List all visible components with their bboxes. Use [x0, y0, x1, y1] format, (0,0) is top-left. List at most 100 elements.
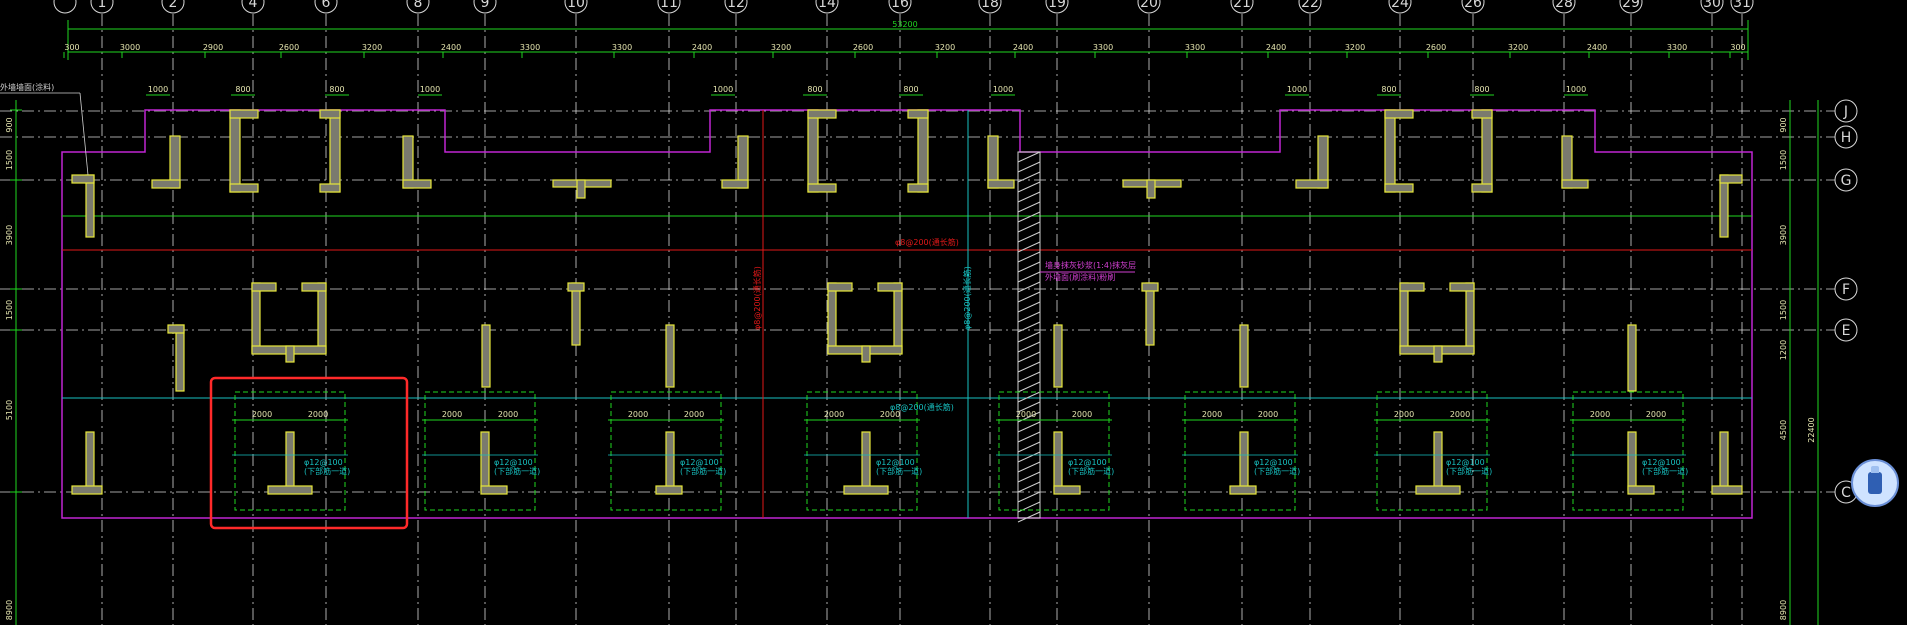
footing-note: φ12@100	[680, 458, 719, 467]
dimension-text: 2400	[1587, 43, 1607, 52]
wall-segment	[1053, 324, 1063, 388]
footing-dim-text: 2000	[498, 410, 518, 419]
hatch-line	[1017, 451, 1041, 463]
axis-bubble	[1730, 0, 1754, 14]
axis-bubble	[1700, 0, 1724, 14]
dimension-text: 3200	[771, 43, 791, 52]
axis-bubble	[1230, 0, 1254, 14]
pier-width-text: 800	[329, 85, 344, 94]
wall-segment	[285, 431, 295, 491]
wall-segment	[655, 485, 683, 495]
hatch-line	[1017, 421, 1041, 433]
footing-note: φ12@100	[1254, 458, 1293, 467]
footing-dim-text: 2000	[1646, 410, 1666, 419]
red-vertical-annotation: φ8@200(通长筋)	[752, 266, 762, 330]
wall-segment	[1295, 179, 1329, 189]
axis-bubble	[1298, 0, 1322, 14]
wall-segment	[1465, 282, 1475, 354]
footing-note: (下部筋一道)	[1068, 466, 1114, 476]
wall-segment	[917, 109, 929, 193]
hatch-line	[1017, 211, 1041, 223]
right-dimension-text: 4500	[1779, 420, 1788, 440]
pier-width-text: 1000	[148, 85, 168, 94]
right-dimension-text: 3900	[1779, 225, 1788, 245]
footing-dim-text: 2000	[1016, 410, 1036, 419]
hatch-line	[1017, 221, 1041, 233]
footing-note: (下部筋一道)	[1254, 466, 1300, 476]
wall-segment	[1449, 282, 1475, 292]
axis-bubble	[815, 0, 839, 14]
axis-bubble	[978, 0, 1002, 14]
footing-box	[234, 391, 346, 511]
hatch-line	[1017, 431, 1041, 443]
wall-segment	[229, 109, 241, 193]
hatch-line	[1017, 191, 1041, 203]
hatch-line	[1017, 491, 1041, 503]
wall-segment	[1384, 109, 1414, 119]
hatch-line	[1017, 301, 1041, 313]
axis-bubble	[314, 0, 338, 14]
shear-walls	[71, 109, 1743, 495]
hatch-line	[1017, 321, 1041, 333]
wall-segment	[1146, 179, 1156, 199]
axis-label: 4	[249, 0, 258, 11]
pier-width-text: 800	[1474, 85, 1489, 94]
dimension-text: 3300	[612, 43, 632, 52]
wall-segment	[877, 282, 903, 292]
selection-rectangle[interactable]	[209, 376, 409, 530]
wall-segment	[576, 179, 586, 199]
wall-segment	[1229, 485, 1257, 495]
left-dimension-text: 900	[5, 117, 14, 132]
axis-label: F	[1842, 282, 1850, 298]
usb-drive-button[interactable]	[1851, 459, 1899, 507]
dimension-text: 2400	[441, 43, 461, 52]
hatch-line	[1017, 391, 1041, 403]
axis-label: H	[1841, 130, 1852, 146]
axis-bubble	[564, 0, 588, 14]
pier-width-text: 800	[807, 85, 822, 94]
side-dimension-lines	[10, 100, 1819, 625]
wall-segment	[1239, 431, 1249, 491]
footing-dim-text: 2000	[628, 410, 648, 419]
footing-note: φ12@100	[494, 458, 533, 467]
hatch-line	[1017, 271, 1041, 283]
axis-label: E	[1842, 323, 1851, 339]
right-dimension-text: 1200	[1779, 340, 1788, 360]
axis-bubble	[724, 0, 748, 14]
axis-label: 18	[981, 0, 999, 11]
wall-segment	[1053, 485, 1081, 495]
wall-segment	[1719, 431, 1729, 491]
axis-bubble	[1834, 168, 1858, 192]
dimension-text: 2400	[1013, 43, 1033, 52]
wall-segment	[567, 282, 585, 292]
wall-segment	[85, 431, 95, 491]
axis-bubble	[406, 0, 430, 14]
cyan-vertical-annotation: φ8@200(通长筋)	[962, 266, 972, 330]
axis-bubble	[1834, 277, 1858, 301]
wall-segment	[893, 282, 903, 354]
wall-segment	[301, 282, 327, 292]
footing-note: φ12@100	[876, 458, 915, 467]
dimension-text: 2600	[279, 43, 299, 52]
dimension-text: 2400	[692, 43, 712, 52]
right-dimension-text: 900	[1779, 117, 1788, 132]
wall-segment	[861, 431, 871, 491]
wall-segment	[571, 282, 581, 346]
hatch-line	[1017, 241, 1041, 253]
axis-label: 12	[727, 0, 745, 11]
wall-segment	[481, 324, 491, 388]
footing-dim-text: 2000	[1258, 410, 1278, 419]
hatch-line	[1017, 361, 1041, 373]
dimension-text: 2900	[203, 43, 223, 52]
pier-width-text: 1000	[993, 85, 1013, 94]
axis-bubble	[1834, 125, 1858, 149]
footing-note: φ12@100	[304, 458, 343, 467]
left-note-leader-2	[79, 92, 89, 176]
axis-bubble	[161, 0, 185, 14]
footing-dim-text: 2000	[684, 410, 704, 419]
footing-box	[1184, 391, 1296, 511]
